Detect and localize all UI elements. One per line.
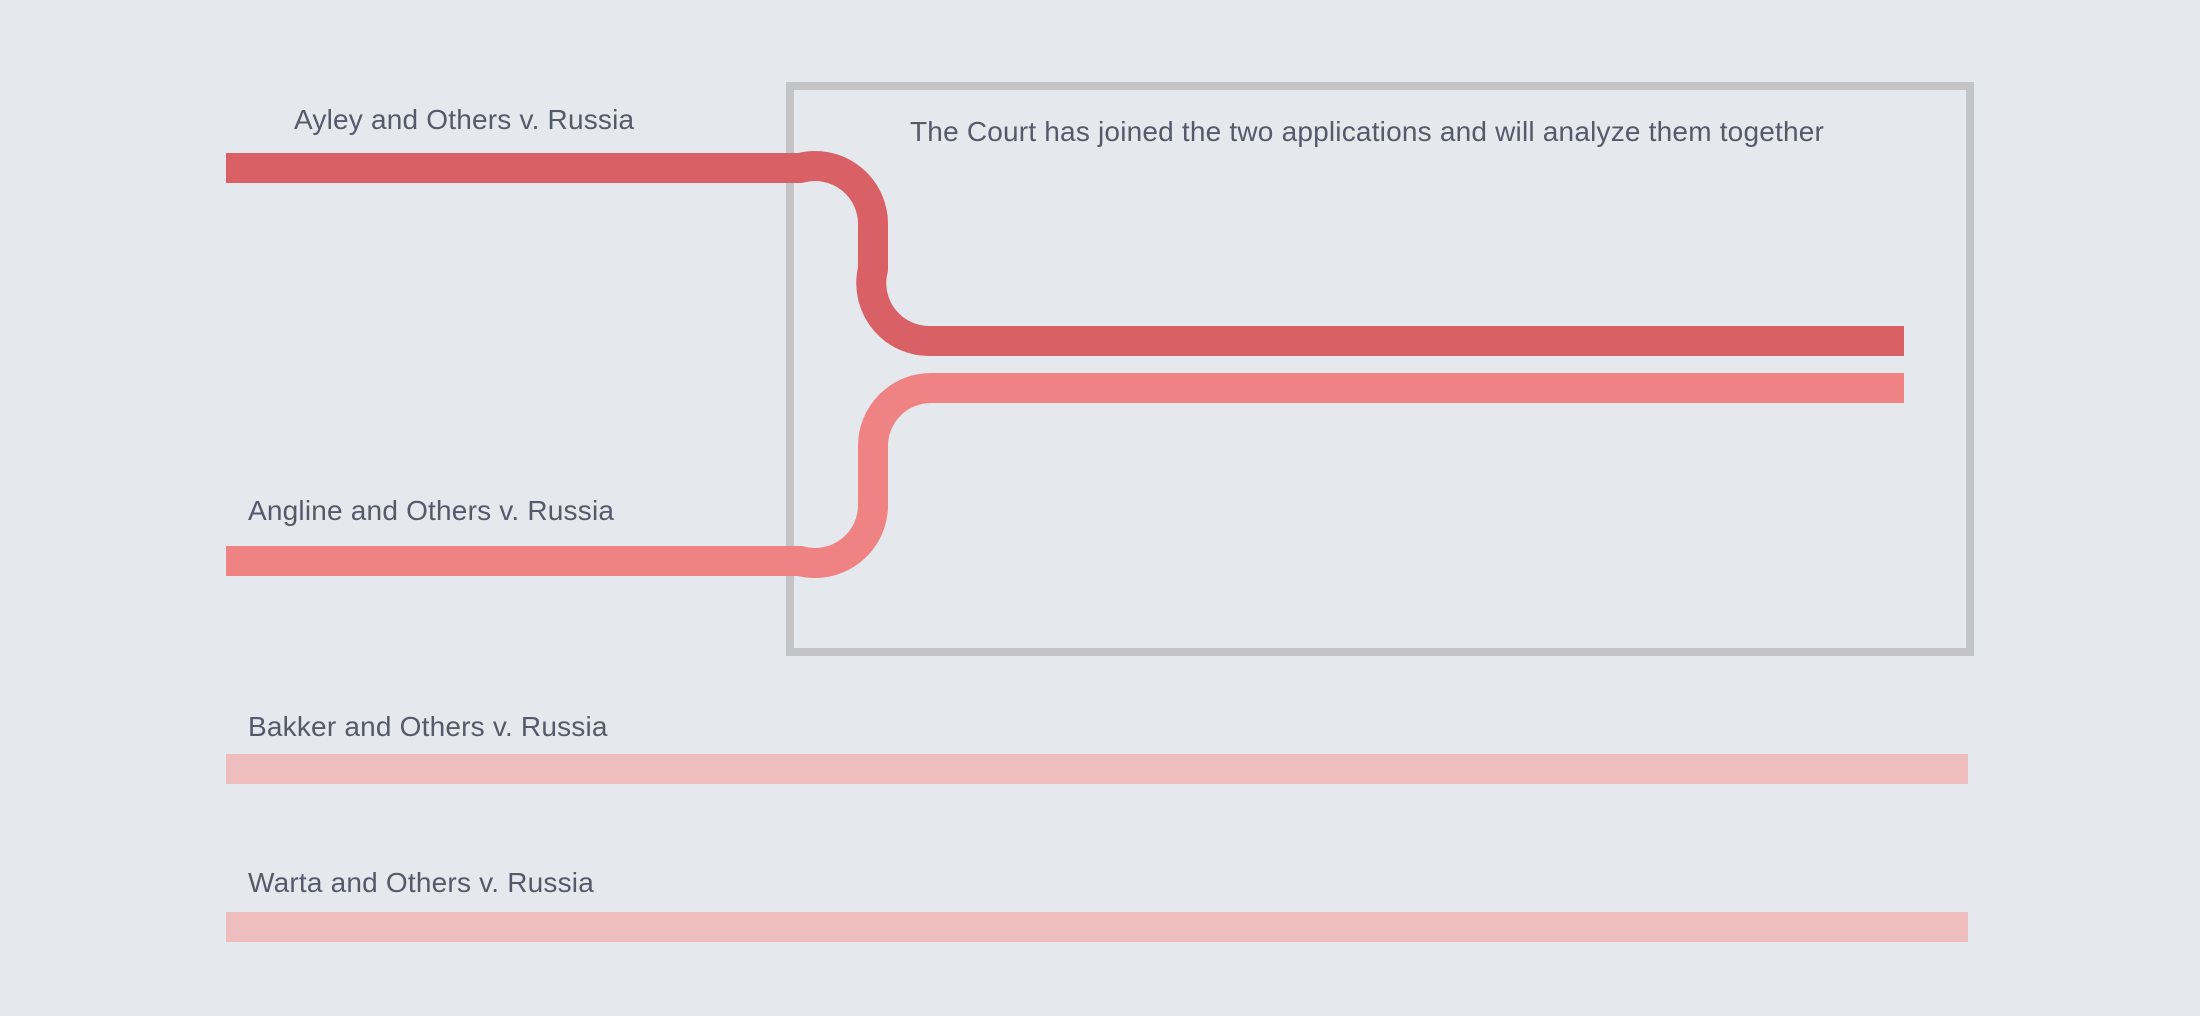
joined-applications-note: The Court has joined the two application… [910,116,1825,147]
angline-case-line [226,373,1904,578]
case-label-bakker: Bakker and Others v. Russia [248,711,608,742]
case-label-ayley: Ayley and Others v. Russia [294,104,635,135]
case-label-angline: Angline and Others v. Russia [248,495,615,526]
ayley-case-line [226,151,1904,356]
joined-applications-frame [786,82,1974,656]
case-label-warta: Warta and Others v. Russia [248,867,594,898]
